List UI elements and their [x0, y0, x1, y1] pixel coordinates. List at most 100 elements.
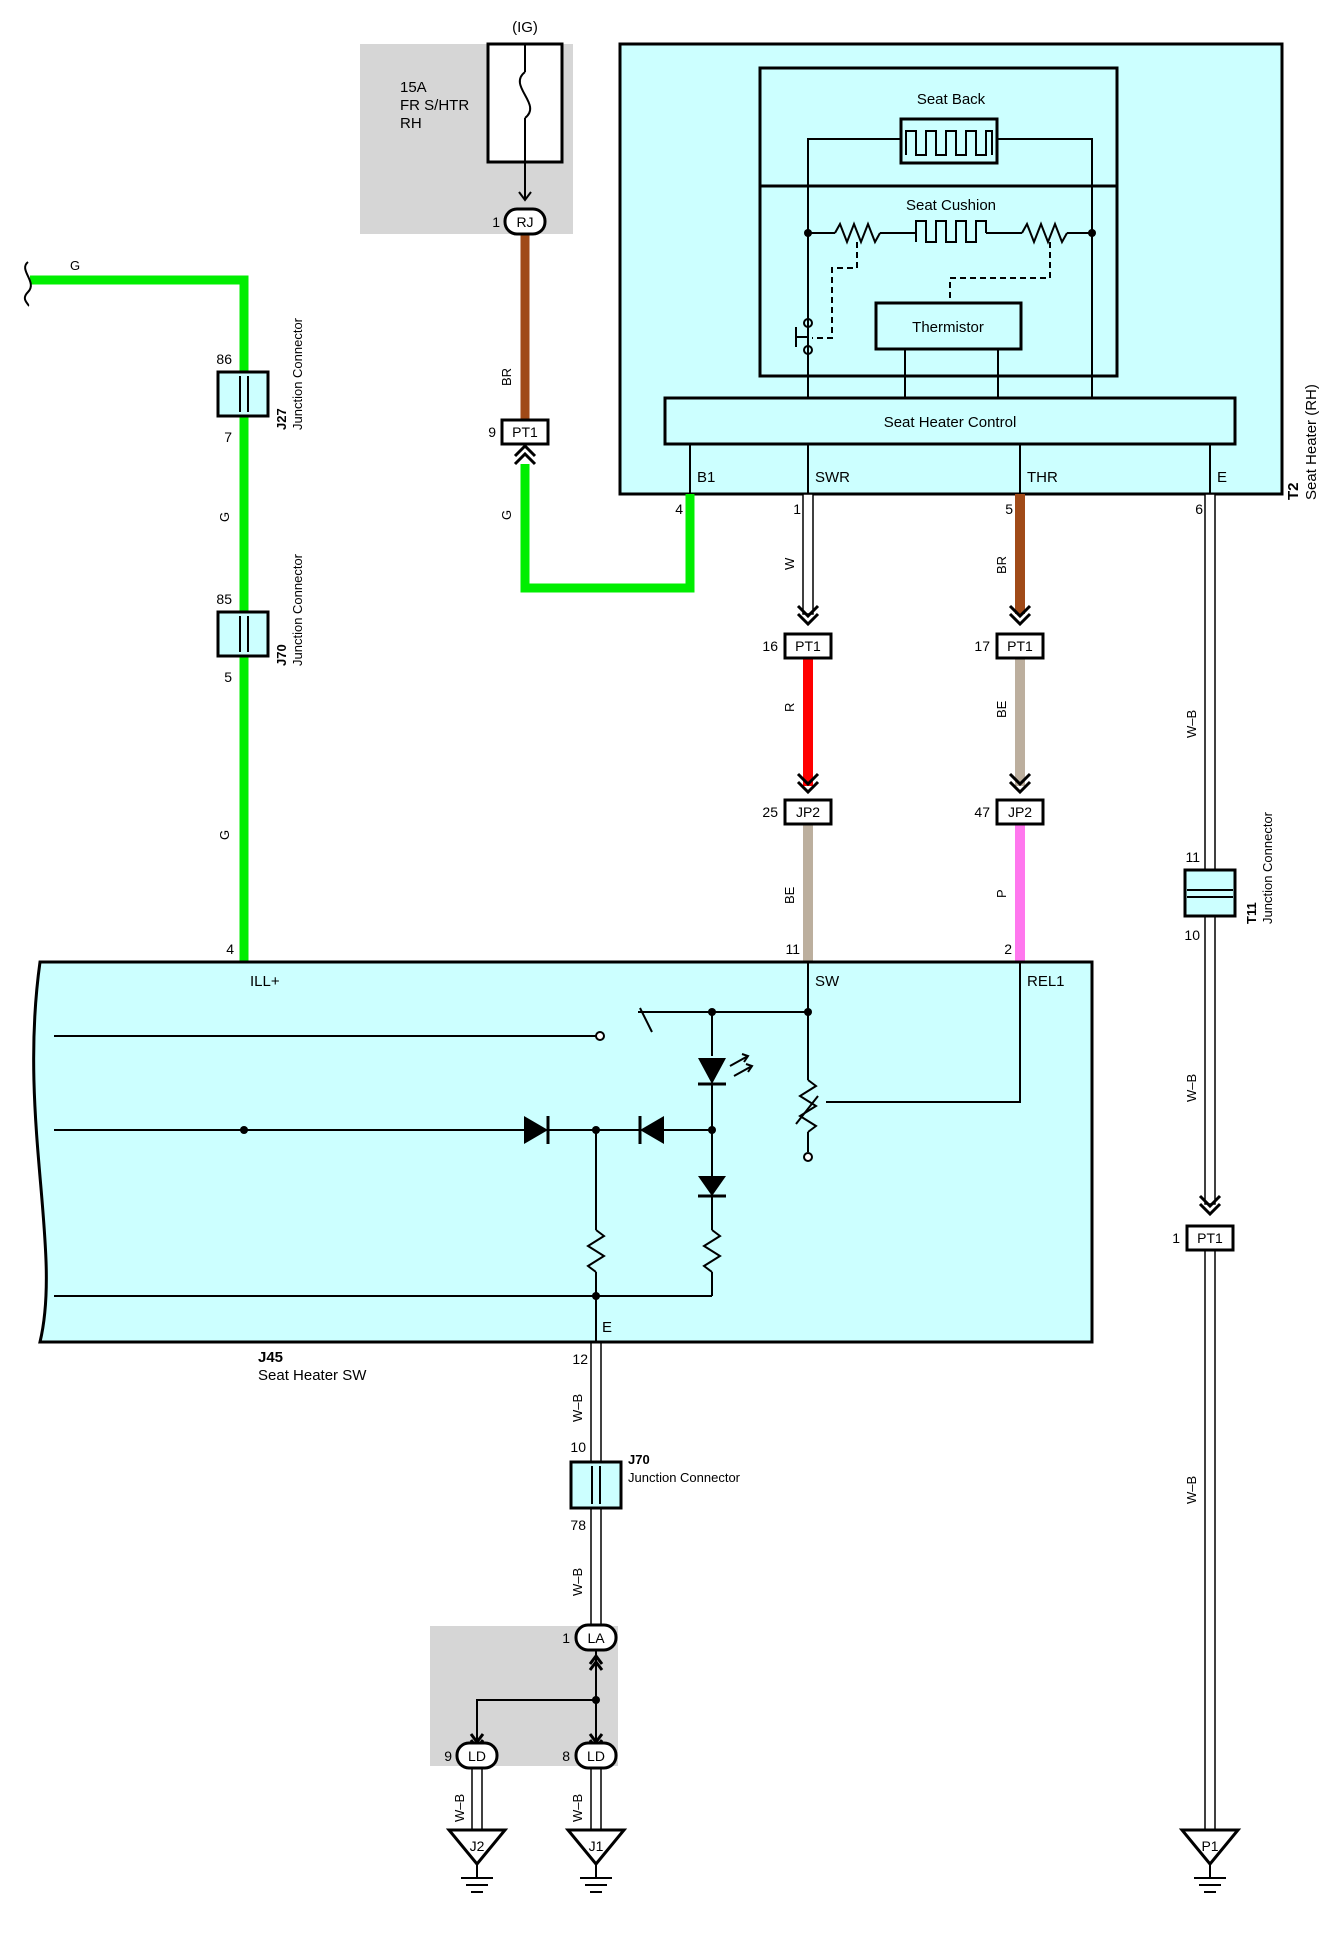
seat-cushion-label: Seat Cushion — [906, 197, 996, 214]
pin-swr-name: SWR — [815, 469, 850, 486]
t2-pin-e-num: 6 — [1195, 501, 1203, 517]
seat-heater-control-label: Seat Heater Control — [884, 414, 1017, 431]
pt1-9-name: PT1 — [512, 424, 538, 440]
j45-pin-rel-name: REL1 — [1027, 973, 1065, 990]
g-wire-top — [30, 275, 249, 372]
jp2-47-name: JP2 — [1008, 804, 1032, 820]
pt1-16-pin: 16 — [762, 638, 778, 654]
wire-label-be-sw: BE — [782, 886, 797, 904]
j70-bottom-code: J70 — [628, 1452, 650, 1467]
junction-j70-left: 85 5 J70 Junction Connector — [216, 553, 305, 685]
seat-heater-title: T2 Seat Heater (RH) — [1285, 384, 1320, 500]
pt1-16-name: PT1 — [795, 638, 821, 654]
wire-label-p: P — [994, 889, 1009, 898]
j45-pin-ill-num: 4 — [226, 941, 234, 957]
j27-code: J27 — [274, 408, 289, 430]
wire-label-g-b1: G — [499, 510, 514, 520]
t2-pin-b1-num: 4 — [675, 501, 683, 517]
la-name: LA — [587, 1630, 605, 1646]
wire-label-wb-j45b: W–B — [570, 1568, 585, 1596]
jp2-25-pin: 25 — [762, 804, 778, 820]
seat-heater-code: T2 — [1285, 482, 1302, 500]
wire-label-wb-3: W–B — [1184, 1476, 1199, 1504]
pin-thr-name: THR — [1027, 469, 1058, 486]
wire-label-g-low: G — [217, 830, 232, 840]
wire-label-wb-j1: W–B — [570, 1794, 585, 1822]
wire-label-wb-j45a: W–B — [570, 1394, 585, 1422]
wire-label-be-thr: BE — [994, 700, 1009, 718]
pin-b1-name: B1 — [697, 469, 715, 486]
ground-j2-label: J2 — [470, 1838, 485, 1854]
connector-pt1-1: PT1 1 — [1172, 1194, 1235, 1252]
connector-jp2-25: JP2 25 — [762, 772, 833, 826]
wire-label-br-fuse: BR — [499, 368, 514, 386]
connector-pt1-9: PT1 9 — [488, 418, 550, 466]
fuse-name-1: FR S/HTR — [400, 97, 469, 114]
wire-label-wb-2: W–B — [1184, 1074, 1199, 1102]
jp2-47-pin: 47 — [974, 804, 990, 820]
wire-label-wb-1: W–B — [1184, 710, 1199, 738]
j45-pin-e-num: 12 — [572, 1351, 588, 1367]
wire-label-g-mid: G — [217, 512, 232, 522]
j45-pin-ill-name: ILL+ — [250, 973, 280, 990]
connector-pt1-17: PT1 17 — [974, 604, 1045, 660]
pt1-17-name: PT1 — [1007, 638, 1033, 654]
wire-label-br-thr: BR — [994, 556, 1009, 574]
j45-name: Seat Heater SW — [258, 1367, 367, 1384]
t11-pin-bottom: 10 — [1184, 927, 1200, 943]
rj-name: RJ — [516, 214, 533, 230]
j70-left-code: J70 — [274, 644, 289, 666]
t11-pin-top: 11 — [1185, 849, 1200, 865]
rj-pin: 1 — [492, 214, 500, 230]
fuse-amp: 15A — [400, 79, 427, 96]
pin-e-name: E — [1217, 469, 1227, 486]
connector-ld-9: LD 9 — [444, 1733, 499, 1770]
pt1-1-pin: 1 — [1172, 1230, 1180, 1246]
j70-left-pin-bottom: 5 — [224, 669, 232, 685]
connector-ld-8: LD 8 — [562, 1733, 618, 1770]
wire-label-wb-j2: W–B — [452, 1794, 467, 1822]
ld-8-name: LD — [587, 1748, 605, 1764]
fuse-name-2: RH — [400, 115, 422, 132]
ld-8-pin: 8 — [562, 1748, 570, 1764]
seat-heater-name: Seat Heater (RH) — [1303, 384, 1320, 500]
j70-left-name: Junction Connector — [290, 553, 305, 666]
j45-pin-sw-name: SW — [815, 973, 840, 990]
ig-label: (IG) — [512, 19, 538, 36]
t2-pin-thr-num: 5 — [1005, 501, 1013, 517]
junction-j27: 86 7 J27 Junction Connector — [216, 317, 305, 445]
t11-code: T11 — [1244, 902, 1259, 924]
wire-label-w-swr: W — [782, 557, 797, 570]
ground-j1-label: J1 — [589, 1838, 604, 1854]
wire-labels: G G G BR G W R BE BR BE P W–B W–B W–B W–… — [70, 258, 1199, 1822]
connector-la: LA 1 — [562, 1623, 618, 1671]
j27-pin-top: 86 — [216, 351, 232, 367]
j45-pin-sw-num: 11 — [785, 941, 800, 957]
t2-pin-swr-num: 1 — [793, 501, 801, 517]
jp2-25-name: JP2 — [796, 804, 820, 820]
pt1-1-name: PT1 — [1197, 1230, 1223, 1246]
j45-code: J45 — [258, 1349, 283, 1366]
connector-rj: RJ 1 — [492, 207, 547, 236]
j45-pin-rel-num: 2 — [1004, 941, 1012, 957]
ground-j1: J1 — [564, 1828, 628, 1893]
j70-left-pin-top: 85 — [216, 591, 232, 607]
thermistor-label: Thermistor — [912, 319, 984, 336]
junction-t11: 11 10 T11 Junction Connector — [1183, 811, 1275, 943]
wire-label-g-top: G — [70, 258, 80, 273]
pt1-17-pin: 17 — [974, 638, 990, 654]
junction-j70-bottom: 10 78 J70 Junction Connector — [569, 1439, 741, 1533]
seat-heater-component: Seat Back Seat Cushion Thermistor Seat H… — [618, 42, 1284, 496]
j27-pin-bottom: 7 — [224, 429, 232, 445]
seat-heater-switch: ILL+ SW REL1 E — [32, 960, 1094, 1344]
seat-back-label: Seat Back — [917, 91, 986, 108]
j70-bottom-pin-top: 10 — [570, 1439, 586, 1455]
j70-bottom-name: Junction Connector — [628, 1470, 741, 1485]
ld-9-name: LD — [468, 1748, 486, 1764]
connector-jp2-47: JP2 47 — [974, 772, 1045, 826]
connector-pt1-16: PT1 16 — [762, 604, 833, 660]
pt1-9-pin: 9 — [488, 424, 496, 440]
ld-9-pin: 9 — [444, 1748, 452, 1764]
la-pin: 1 — [562, 1630, 570, 1646]
